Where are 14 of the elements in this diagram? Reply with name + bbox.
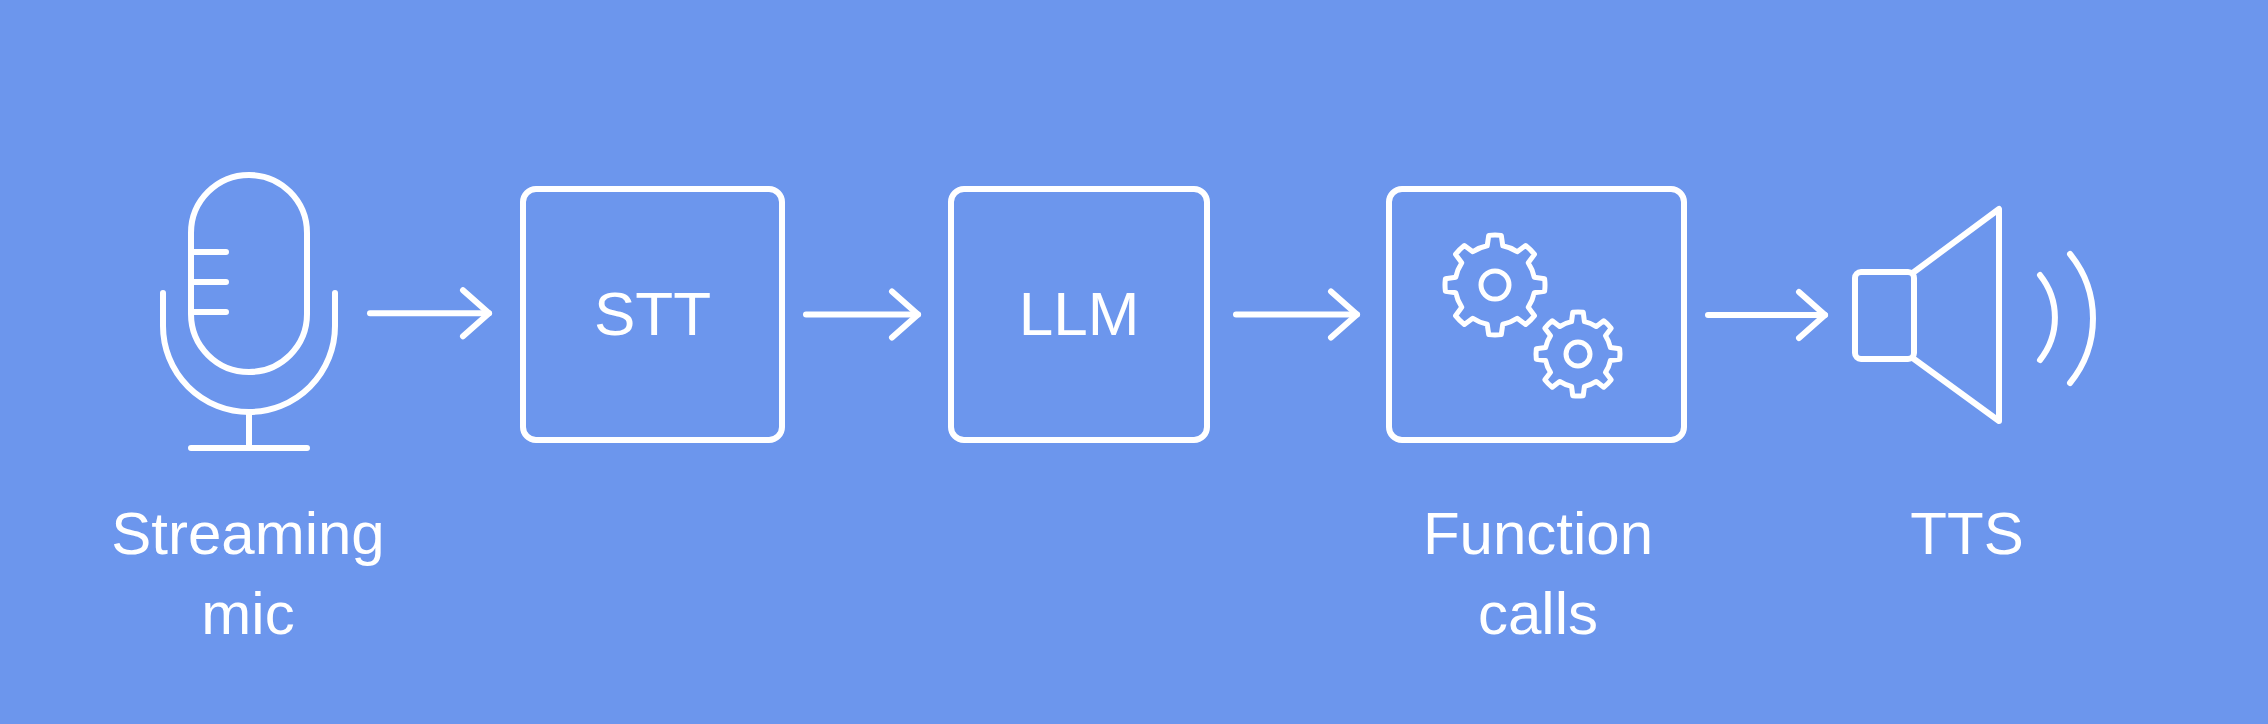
arrow xyxy=(1233,288,1360,341)
arrow xyxy=(803,288,921,341)
node-caption: Function calls xyxy=(1422,499,1654,649)
microphone-icon xyxy=(159,171,340,453)
process-box xyxy=(520,186,785,443)
process-box xyxy=(948,186,1210,443)
process-box xyxy=(1386,186,1687,443)
node-label: STT xyxy=(593,280,712,349)
arrow xyxy=(367,287,492,340)
node-label: LLM xyxy=(1018,280,1140,349)
arrow xyxy=(1705,289,1828,341)
speaker-icon xyxy=(1851,205,2098,426)
node-caption: Streaming mic xyxy=(111,499,385,649)
node-caption: TTS xyxy=(1910,499,2024,569)
